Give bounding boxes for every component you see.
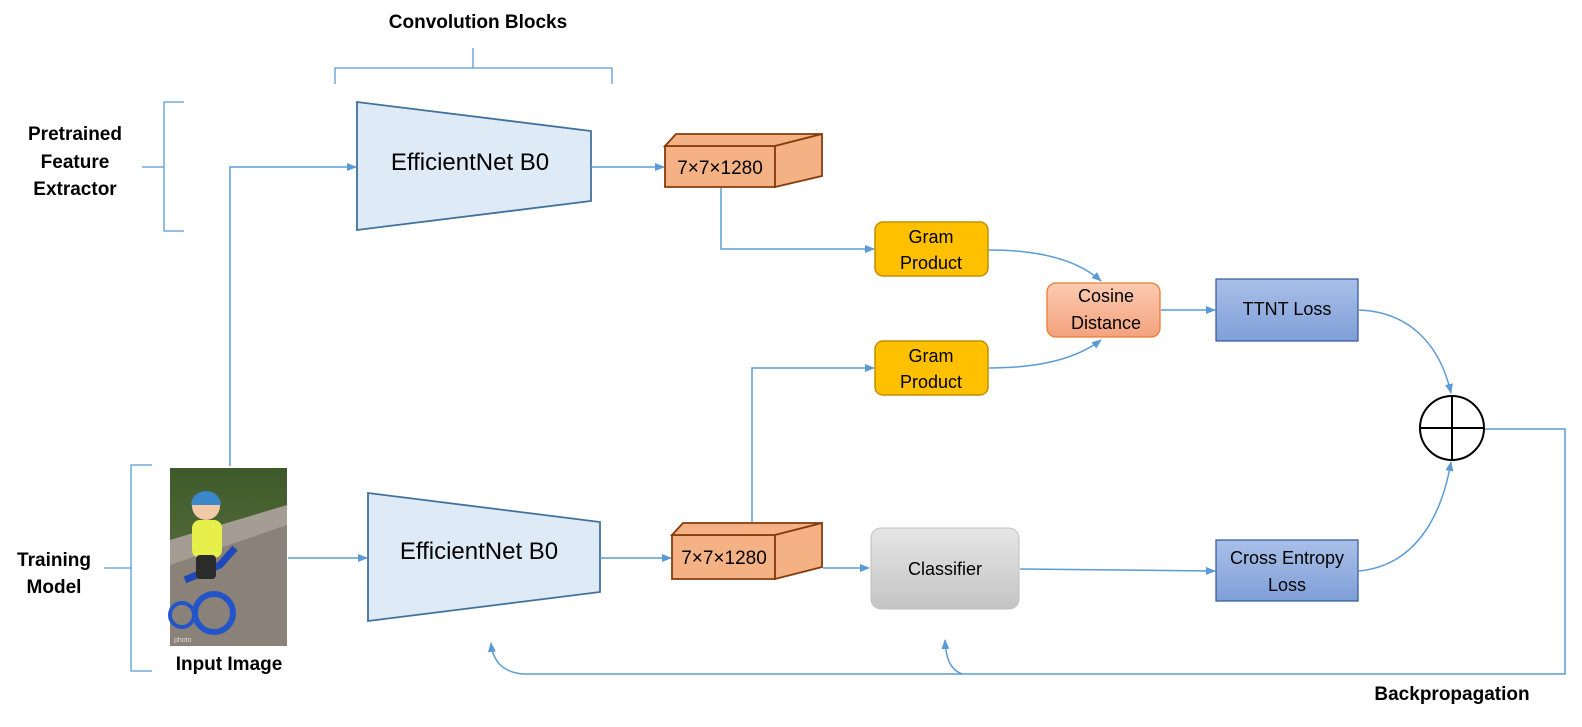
pretrained-label-line3: Extractor [33,179,117,200]
backprop-to-efficientnet-arrow [487,642,524,675]
classifier-label: Classifier [908,559,982,579]
pretrained-label-line2: Feature [41,152,110,173]
convolution-blocks-label: Convolution Blocks [389,12,567,33]
ttnt-loss-box [1215,278,1359,342]
ce-to-sum-arrow [1358,461,1454,572]
gram-bottom-to-cosine-arrow [988,339,1102,369]
gram-bottom-line2: Product [900,372,962,392]
gram-top-line1: Gram [909,227,954,247]
cosine-line2: Distance [1071,313,1141,333]
efficientnet-bottom-block [367,491,601,623]
backprop-to-classifier-arrow [941,639,963,675]
backpropagation-label: Backpropagation [1374,684,1529,705]
gram-bottom-line1: Gram [909,346,954,366]
training-label-line1: Training [17,550,91,571]
convolution-blocks-bracket [334,48,613,84]
tensor-bottom-label: 7×7×1280 [681,548,767,569]
gram-top-to-cosine-arrow [988,249,1102,282]
gram-product-top-box [874,221,989,277]
classifier-to-ce-arrow [1019,566,1216,575]
input-image: photo [168,468,287,646]
sum-node [1419,395,1485,461]
ce-line1: Cross Entropy [1230,548,1344,568]
classifier-box [870,527,1020,610]
cosine-line1: Cosine [1078,286,1134,306]
ttnt-to-sum-arrow [1358,309,1453,394]
tensor-bottom-to-gram-arrow [751,364,875,522]
efficientnet-top-label: EfficientNet B0 [391,149,549,176]
cross-entropy-loss-box [1215,539,1359,602]
training-bracket [104,464,152,672]
ttnt-loss-label: TTNT Loss [1243,299,1332,319]
gram-top-line2: Product [900,253,962,273]
input-to-efficientnet-top-arrow [229,163,357,466]
training-label-line2: Model [27,577,82,598]
gram-product-bottom-box [874,340,989,396]
input-image-label: Input Image [176,654,283,675]
pretrained-bracket [142,101,184,232]
backpropagation-path [523,428,1566,675]
pretrained-label-line1: Pretrained [28,124,122,145]
tensor-top-block [662,132,823,189]
efficientnet-top-block [356,100,592,232]
tensor-bottom-block [669,521,823,581]
tensor-top-to-gram-arrow [720,188,875,253]
ce-line2: Loss [1268,575,1306,595]
tensor-top-label: 7×7×1280 [677,158,763,179]
cosine-distance-box [1046,282,1161,338]
svg-text:photo: photo [174,637,192,644]
efficientnet-bottom-label: EfficientNet B0 [400,538,558,565]
